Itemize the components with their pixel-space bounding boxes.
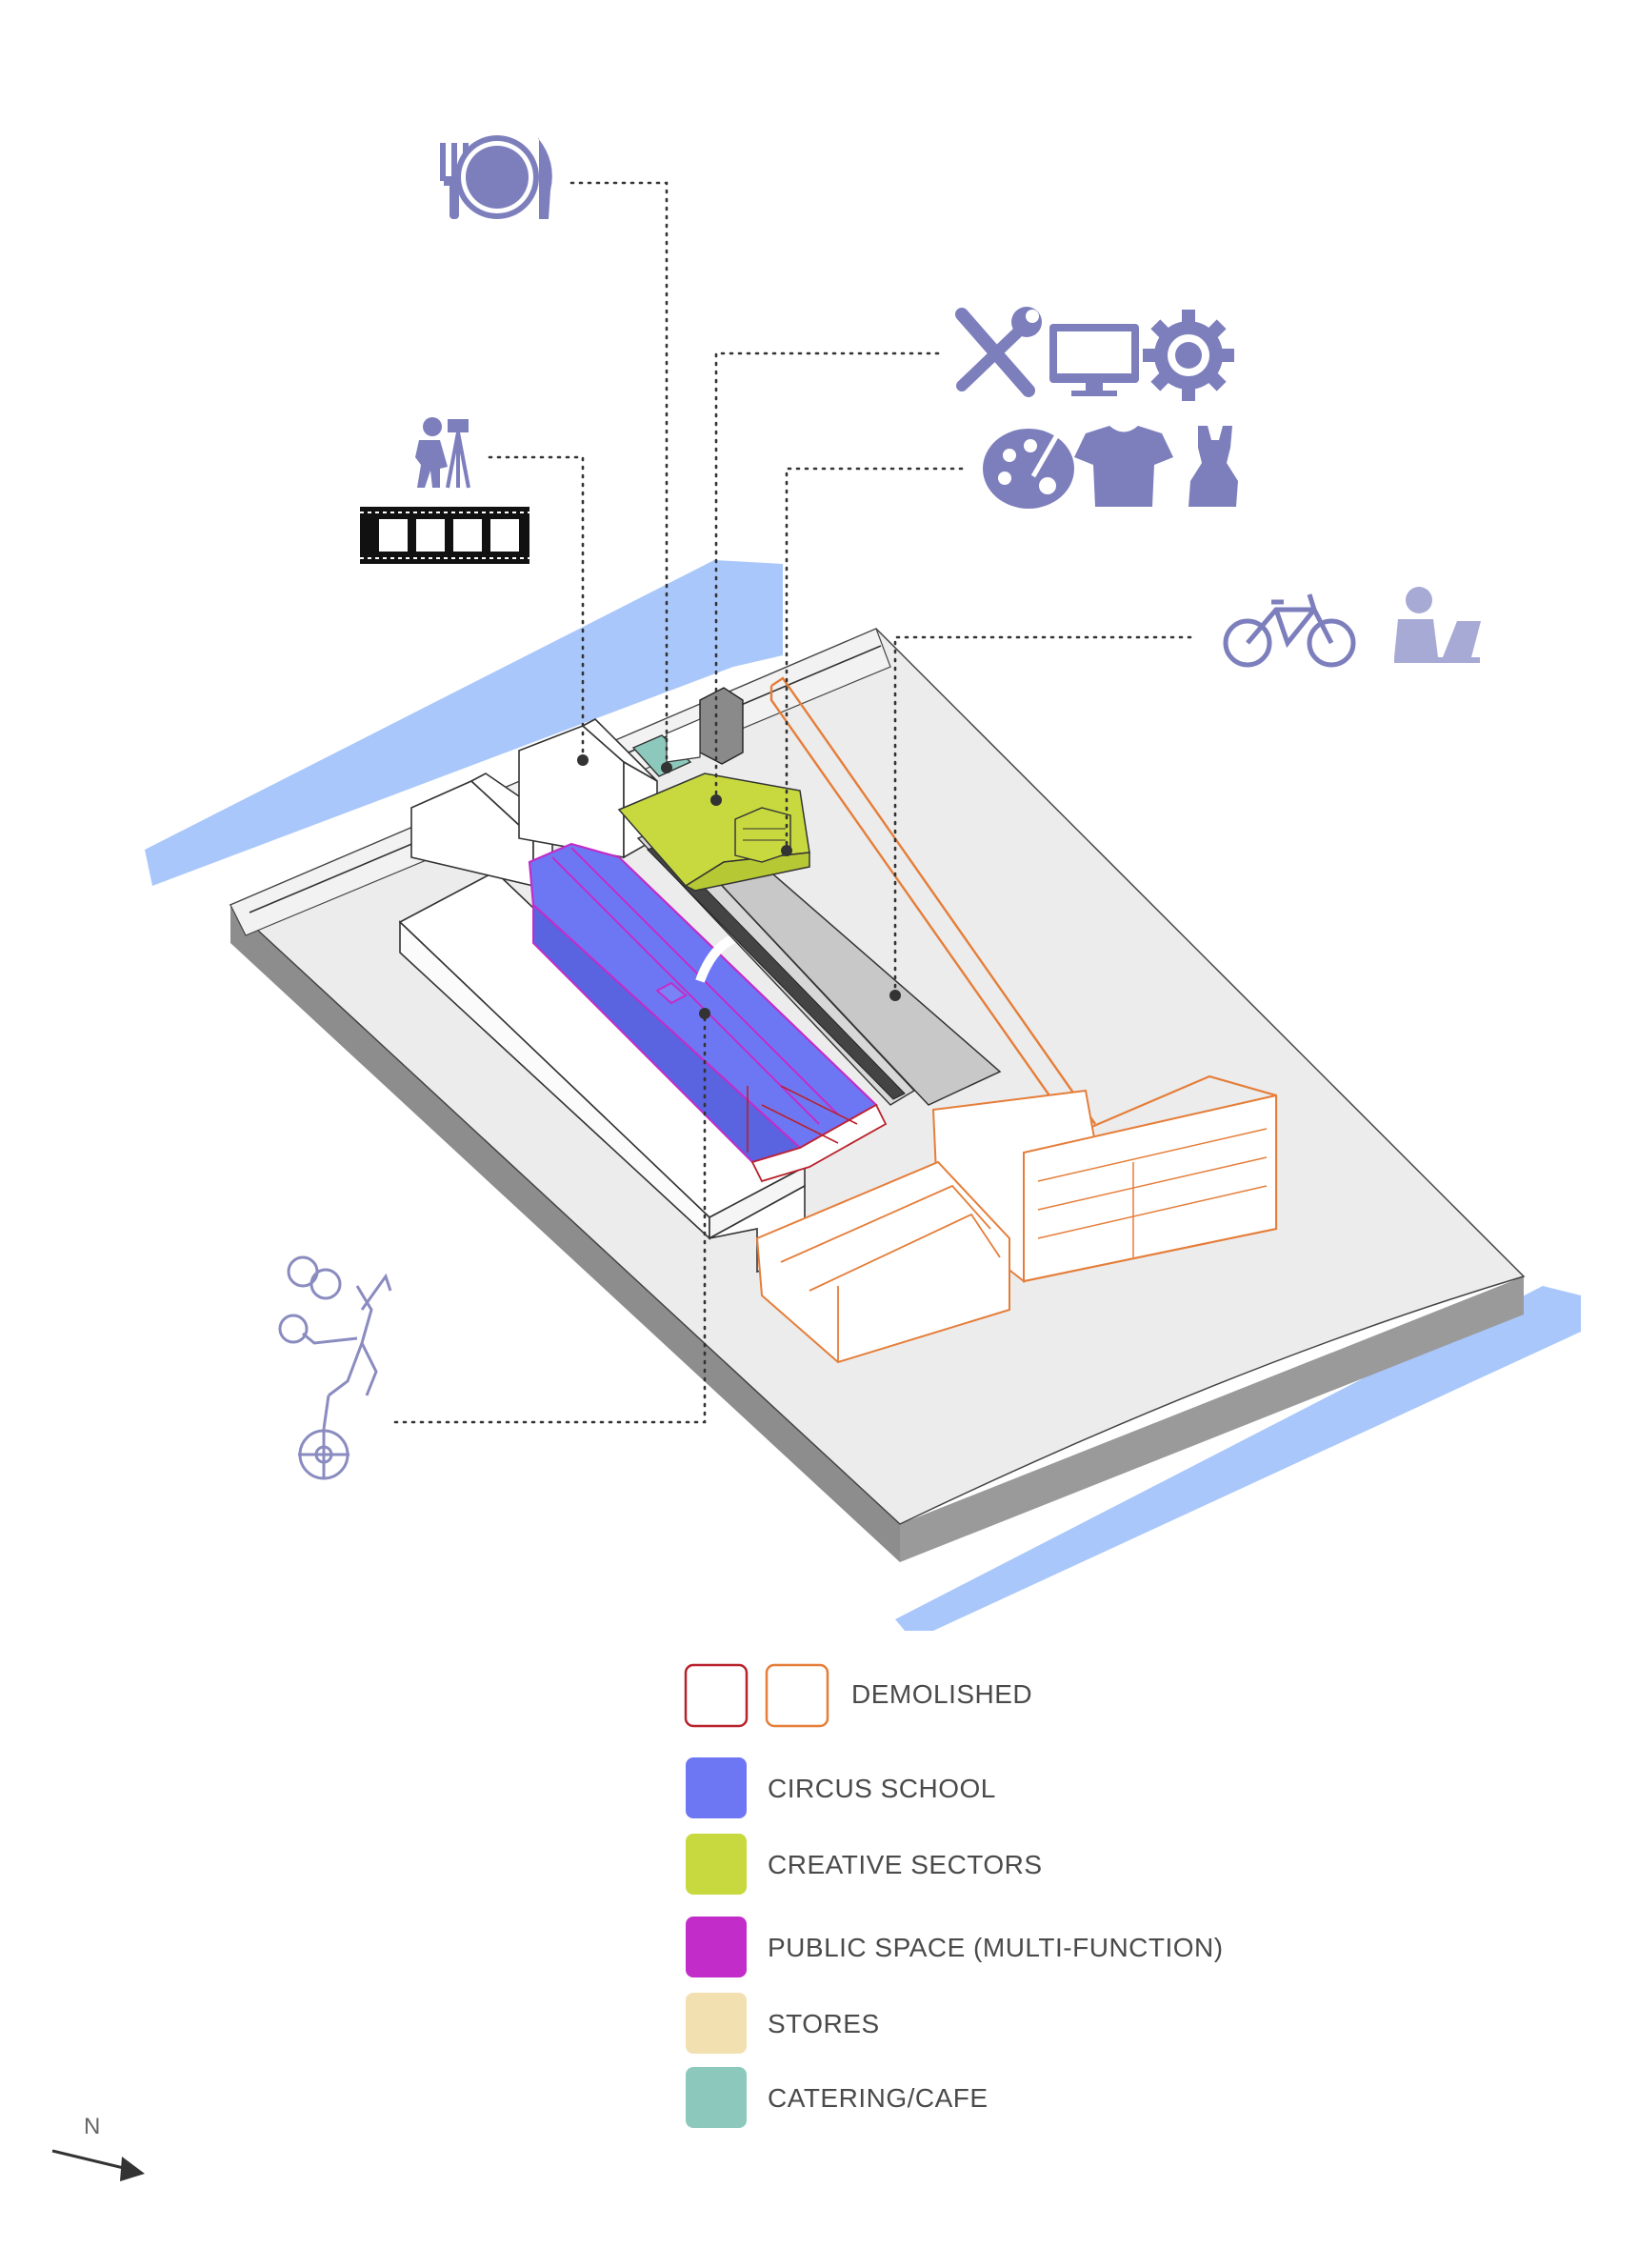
north-arrow: N (51, 2114, 145, 2181)
dining-icon (440, 135, 552, 219)
legend-item-circus-school: CIRCUS SCHOOL (686, 1757, 996, 1818)
legend-item-creative-sectors: CREATIVE SECTORS (686, 1834, 1043, 1895)
ground-side-front (900, 1276, 1524, 1562)
river-upper (145, 560, 783, 886)
legend-swatch-catering (686, 2067, 747, 2128)
legend-label-stores: STORES (768, 2009, 880, 2038)
building-stores-sheds (755, 1160, 1010, 1364)
legend: DEMOLISHED CIRCUS SCHOOL CREATIVE SECTOR… (684, 1663, 1224, 2128)
legend-swatch-demolished-orange (765, 1663, 829, 1728)
legend-item-demolished: DEMOLISHED (684, 1663, 1032, 1728)
building-gabled-center (518, 718, 658, 859)
legend-swatch-stores (686, 1993, 747, 2054)
legend-label-catering: CATERING/CAFE (768, 2083, 989, 2113)
building-catering-cafe (631, 734, 692, 777)
photographer-icon (415, 417, 470, 489)
building-tower (666, 687, 744, 765)
laptop-user-icon (1394, 587, 1481, 663)
legend-label-public-space: PUBLIC SPACE (MULTI-FUNCTION) (768, 1933, 1224, 1962)
legend-label-circus-school: CIRCUS SCHOOL (768, 1774, 996, 1803)
legend-item-stores: STORES (686, 1993, 880, 2054)
gear-icon (1143, 310, 1234, 401)
film-strip-icon (360, 507, 529, 564)
north-arrow-label: N (84, 2114, 100, 2139)
legend-label-creative-sectors: CREATIVE SECTORS (768, 1850, 1043, 1879)
building-stores-block (931, 1089, 1277, 1284)
demolished-red-outline (747, 1085, 888, 1183)
dress-icon (1189, 426, 1238, 507)
legend-swatch-demolished-red (684, 1663, 749, 1728)
legend-item-public-space: PUBLIC SPACE (MULTI-FUNCTION) (686, 1917, 1224, 1977)
monitor-icon (1049, 324, 1139, 396)
legend-label-demolished: DEMOLISHED (851, 1679, 1032, 1709)
river-lower (895, 1286, 1581, 1631)
legend-swatch-circus-school (686, 1757, 747, 1818)
tools-icon (955, 307, 1042, 397)
north-arrow-icon (51, 2149, 132, 2172)
bicycle-icon (1223, 593, 1356, 668)
leader-lines (393, 181, 1192, 1424)
legend-item-catering: CATERING/CAFE (686, 2067, 989, 2128)
tshirt-icon (1074, 426, 1173, 507)
palette-icon (983, 425, 1074, 509)
building-creative-sectors (617, 773, 810, 892)
legend-swatch-creative-sectors (686, 1834, 747, 1895)
juggler-unicycle-icon (278, 1255, 392, 1480)
legend-swatch-public-space (686, 1917, 747, 1977)
river-banks (145, 560, 1581, 1631)
ground-side-left (230, 905, 900, 1562)
